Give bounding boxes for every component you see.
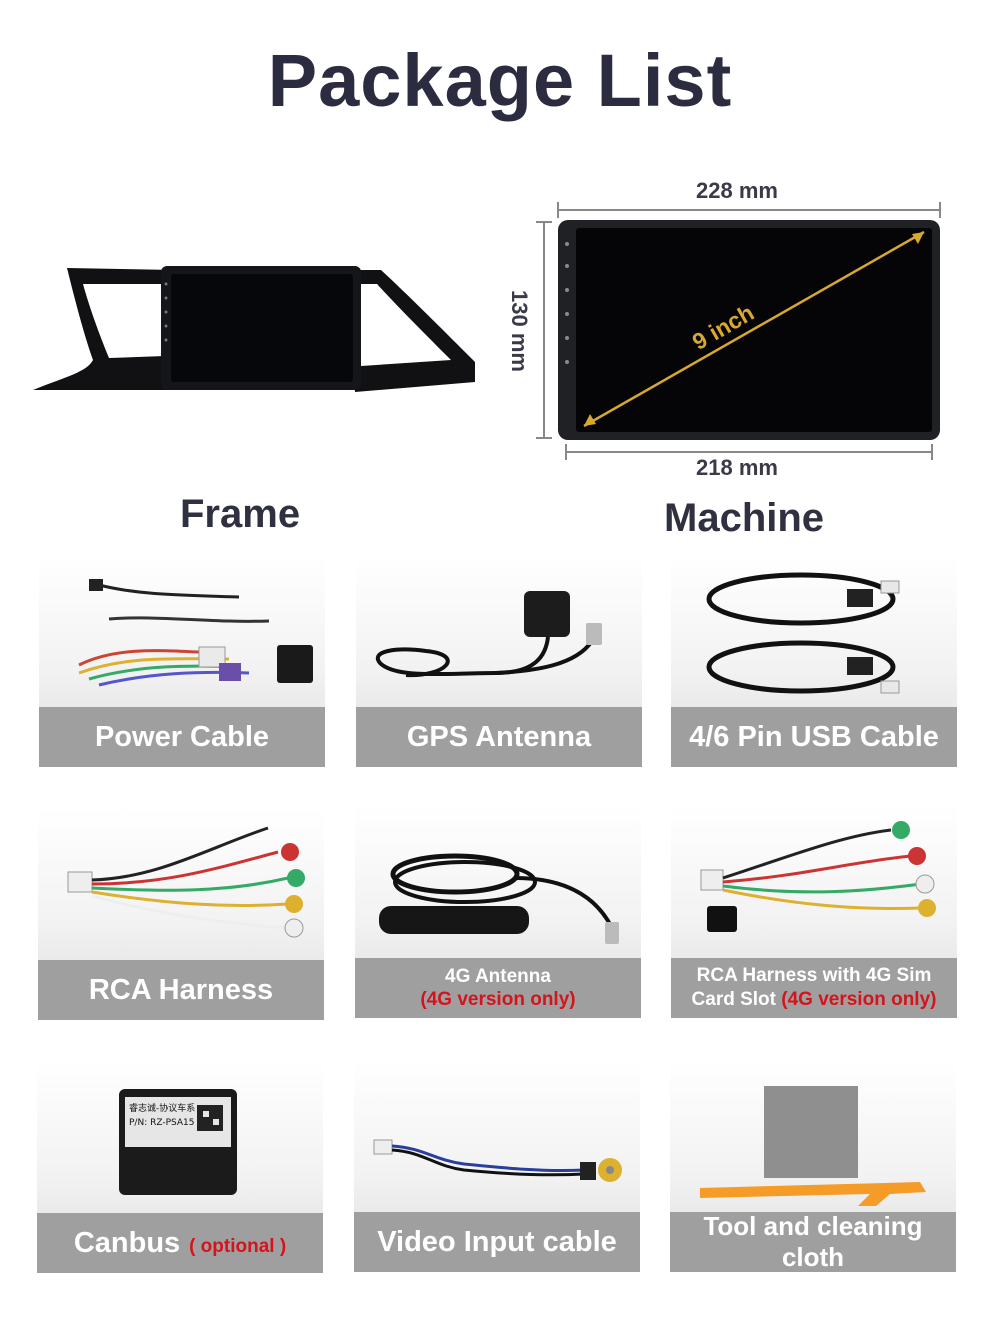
item-banner: GPS Antenna bbox=[356, 707, 642, 767]
item-name: RCA Harness bbox=[88, 973, 274, 1006]
frame-label: Frame bbox=[180, 492, 301, 536]
frame-image bbox=[33, 266, 475, 392]
item-banner: Tool and cleaning cloth bbox=[670, 1211, 956, 1272]
item-name: Tool and cleaning cloth bbox=[703, 1211, 923, 1272]
item-banner: RCA Harness with 4G Sim Card Slot (4G ve… bbox=[671, 958, 957, 1018]
canbus-label-line1: 睿志诚-协议车系 bbox=[129, 1102, 195, 1114]
rca-harness-image bbox=[67, 826, 305, 938]
item-note: (4G version only) bbox=[781, 989, 937, 1010]
item-name: GPS Antenna bbox=[406, 720, 592, 753]
canbus-image: 睿志诚-协议车系 P/N: RZ-PSA15 bbox=[119, 1089, 237, 1195]
item-name: Canbus bbox=[73, 1226, 181, 1259]
dimension-bottom-width: 218 mm bbox=[696, 455, 778, 480]
item-card-4g-antenna: 4G Antenna (4G version only) bbox=[355, 806, 641, 1018]
canbus-label-line2: P/N: RZ-PSA15 bbox=[129, 1118, 195, 1128]
item-card-usb-cable: 4/6 Pin USB Cable bbox=[671, 555, 957, 767]
item-note: ( optional ) bbox=[189, 1235, 287, 1257]
tool-cloth-image bbox=[700, 1086, 926, 1206]
machine-image bbox=[536, 202, 941, 460]
item-banner: 4/6 Pin USB Cable bbox=[671, 707, 957, 767]
dimension-top-width: 228 mm bbox=[696, 178, 778, 203]
item-card-gps-antenna: GPS Antenna bbox=[356, 555, 642, 767]
4g-antenna-image bbox=[379, 853, 619, 944]
item-banner: Power Cable bbox=[39, 707, 325, 767]
item-banner: Video Input cable bbox=[354, 1212, 640, 1272]
item-banner: Canbus ( optional ) bbox=[37, 1213, 323, 1273]
item-name: Video Input cable bbox=[377, 1225, 617, 1258]
video-input-image bbox=[373, 1139, 622, 1182]
item-card-rca-harness: RCA Harness bbox=[38, 808, 324, 1020]
item-name: 4G Antenna bbox=[445, 966, 551, 987]
item-card-tool-cloth: Tool and cleaning cloth bbox=[670, 1060, 956, 1272]
item-card-rca-harness-4g: RCA Harness with 4G Sim Card Slot (4G ve… bbox=[671, 806, 957, 1018]
item-note: (4G version only) bbox=[420, 989, 576, 1010]
item-banner: 4G Antenna (4G version only) bbox=[355, 958, 641, 1018]
item-name-line2: Card Slot bbox=[691, 989, 776, 1010]
power-cable-image bbox=[78, 579, 313, 687]
item-banner: RCA Harness bbox=[38, 960, 324, 1020]
item-card-canbus: 睿志诚-协议车系 P/N: RZ-PSA15 Canbus ( optional… bbox=[37, 1061, 323, 1273]
item-name: 4/6 Pin USB Cable bbox=[689, 720, 939, 753]
machine-label: Machine bbox=[664, 496, 825, 540]
usb-cable-image bbox=[706, 572, 900, 694]
item-card-power-cable: Power Cable bbox=[39, 555, 325, 767]
dimension-height: 130 mm bbox=[506, 290, 532, 372]
item-name: RCA Harness with 4G Sim bbox=[696, 965, 932, 986]
gps-antenna-image bbox=[375, 591, 602, 678]
page-title: Package List bbox=[267, 39, 733, 122]
rca-harness-4g-image bbox=[700, 821, 936, 932]
item-card-video-input: Video Input cable bbox=[354, 1060, 640, 1272]
item-name: Power Cable bbox=[94, 720, 270, 753]
